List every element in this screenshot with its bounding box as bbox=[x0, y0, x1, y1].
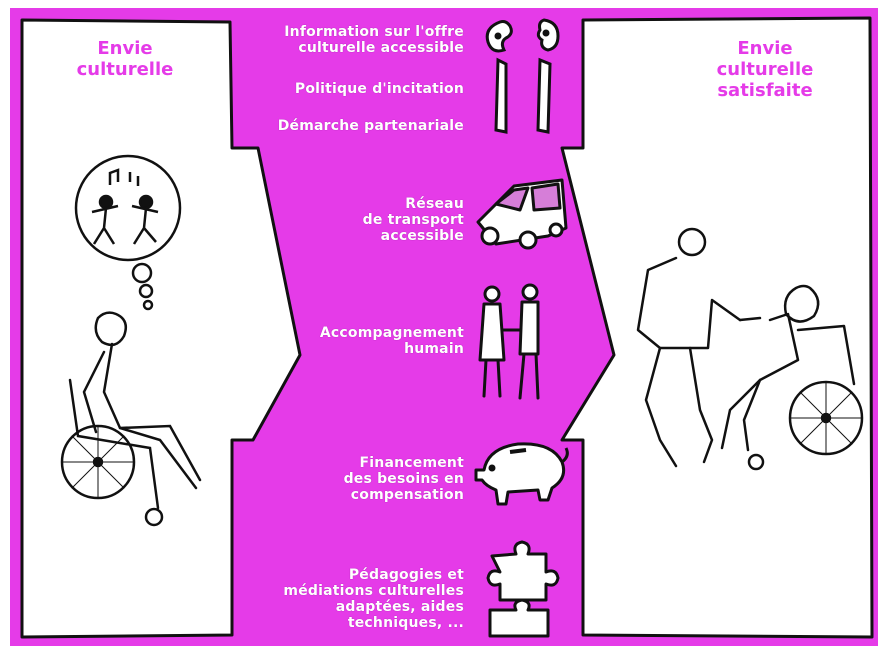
label-line: Accompagnement bbox=[300, 325, 464, 341]
title-line: satisfaite bbox=[695, 80, 835, 101]
measure-pedagogies: Pédagogies et médiations culturelles ada… bbox=[262, 567, 464, 631]
measure-transport: Réseau de transport accessible bbox=[300, 196, 464, 244]
measure-partenariat: Démarche partenariale bbox=[232, 118, 464, 134]
label-line: Politique d'incitation bbox=[232, 81, 464, 97]
measure-accompagnement: Accompagnement humain bbox=[300, 325, 464, 357]
left-panel-title: Envie culturelle bbox=[60, 38, 190, 80]
measure-financement: Financement des besoins en compensation bbox=[290, 455, 464, 503]
right-panel-title: Envie culturelle satisfaite bbox=[695, 38, 835, 101]
measure-information: Information sur l'offre culturelle acces… bbox=[232, 24, 464, 56]
label-line: de transport bbox=[300, 212, 464, 228]
label-line: médiations culturelles bbox=[262, 583, 464, 599]
standing-figures-icon bbox=[496, 60, 550, 132]
couple-walking-icon bbox=[480, 285, 538, 398]
title-line: culturelle bbox=[60, 59, 190, 80]
label-line: humain bbox=[300, 341, 464, 357]
label-line: Réseau bbox=[300, 196, 464, 212]
title-line: culturelle bbox=[695, 59, 835, 80]
label-line: Information sur l'offre bbox=[232, 24, 464, 40]
title-line: Envie bbox=[695, 38, 835, 59]
van-icon bbox=[478, 180, 566, 248]
label-line: culturelle accessible bbox=[232, 40, 464, 56]
measure-incitation: Politique d'incitation bbox=[232, 81, 464, 97]
talking-faces-icon bbox=[487, 20, 558, 51]
label-line: Démarche partenariale bbox=[232, 118, 464, 134]
piggy-bank-icon bbox=[476, 444, 567, 504]
label-line: techniques, ... bbox=[262, 615, 464, 631]
puzzle-pieces-icon bbox=[488, 542, 558, 636]
label-line: compensation bbox=[290, 487, 464, 503]
label-line: des besoins en bbox=[290, 471, 464, 487]
title-line: Envie bbox=[60, 38, 190, 59]
label-line: accessible bbox=[300, 228, 464, 244]
left-arrow-panel bbox=[22, 20, 300, 637]
label-line: adaptées, aides bbox=[262, 599, 464, 615]
label-line: Pédagogies et bbox=[262, 567, 464, 583]
label-line: Financement bbox=[290, 455, 464, 471]
